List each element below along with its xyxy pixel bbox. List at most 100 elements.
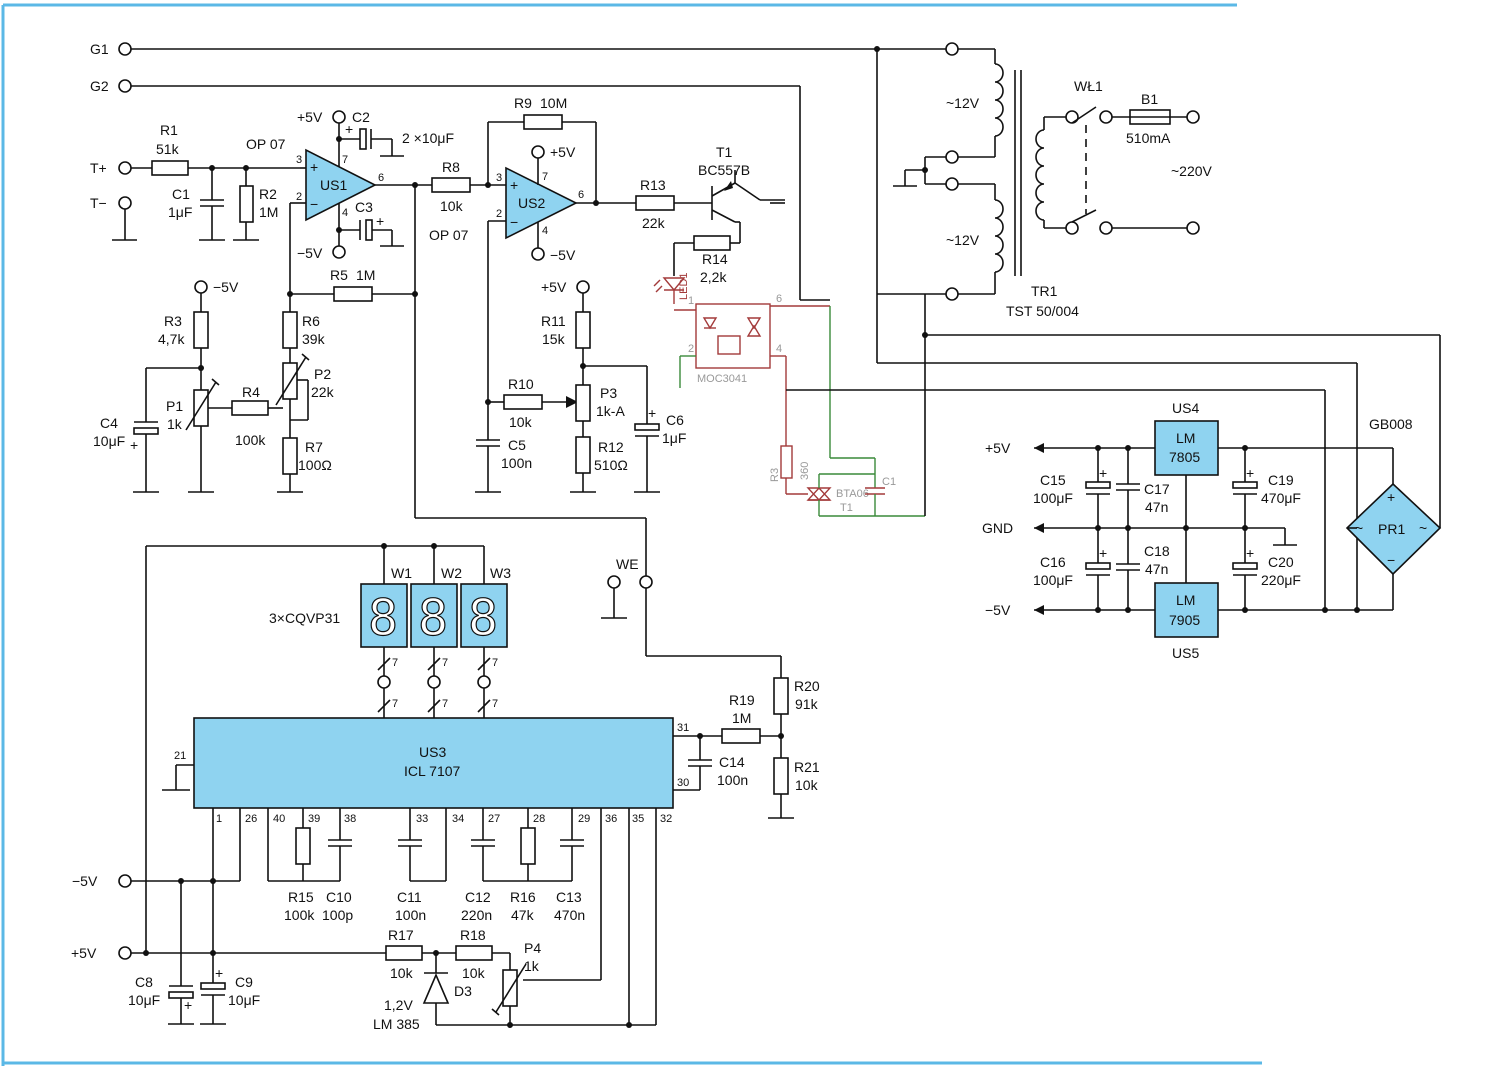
c17-ref: C17 [1144,481,1170,497]
r17-val: 10k [390,965,414,981]
moc3041-optocoupler [674,303,830,446]
capacitor-c20 [1232,528,1258,613]
w1-digit: 8 [368,589,398,647]
c15-ref: C15 [1040,472,1066,488]
t-plus-terminal[interactable] [118,161,132,175]
reg-gnd-label: GND [982,520,1013,536]
c3-ref: C3 [355,199,373,215]
r5-val: 1M [356,267,375,283]
w1-label: W1 [391,565,412,581]
r9-ref: R9 [514,95,532,111]
r14-val: 2,2k [700,269,727,285]
c2-ref: C2 [352,109,370,125]
r10-ref: R10 [508,376,534,392]
us3-pin35: 35 [632,813,644,825]
r6-val: 39k [302,331,326,347]
pr1-ac1: ~ [1355,520,1363,536]
tr1-sec1: ~12V [946,95,980,111]
us4-ref: US4 [1172,400,1199,416]
us1-pin7: 7 [342,154,348,166]
us3-pin27: 27 [488,813,500,825]
resistor-r6 [282,311,298,349]
c2-val: 2 ×10μF [402,130,454,146]
b1-ref: B1 [1141,91,1158,107]
us2-pin3: 3 [496,172,502,184]
capacitor-c14 [688,736,712,790]
c16-val: 100μF [1033,572,1073,588]
us3-pin26: 26 [245,813,257,825]
capacitor-c16 [1085,528,1111,613]
resistor-r7 [277,437,303,493]
c6-plus: + [648,405,656,421]
r3-overlay-val: 360 [799,462,811,480]
p3-val: 1k-A [596,403,625,419]
resistor-r17 [385,945,423,961]
moc3041-label: MOC3041 [697,373,747,385]
c11-val: 100n [395,907,426,923]
c18-ref: C18 [1144,543,1170,559]
r2-val: 1M [259,204,278,220]
c1-overlay-ref: C1 [882,476,896,488]
us1-type: OP 07 [246,136,286,152]
reg-m5v-label: −5V [985,602,1011,618]
us3-pin21: 21 [174,750,186,762]
r3-val: 4,7k [158,331,185,347]
pr1-minus: − [1387,552,1395,568]
c9-plus: + [215,965,223,981]
us2-pin2: 2 [496,208,502,220]
c2-plus: + [345,121,353,137]
r3-overlay-ref: R3 [769,468,781,482]
c4-plus: + [130,437,138,453]
c17-val: 47n [1145,499,1168,515]
transistor-t1 [711,170,785,243]
potentiometer-p3[interactable] [575,384,591,422]
us3-pin28: 28 [533,813,545,825]
bus-w3-bot: 7 [492,698,498,710]
p1-val: 1k [167,416,183,432]
c4-ref: C4 [100,415,118,431]
capacitor-c1 [199,168,225,241]
bus-w1-bot: 7 [392,698,398,710]
capacitor-c8 [168,881,194,1025]
c4-val: 10μF [93,433,125,449]
pr1-plus: + [1387,489,1395,505]
resistor-r5 [333,286,373,302]
moc-pin4: 4 [776,343,782,355]
potentiometer-p2[interactable] [275,353,310,406]
reg-p5v-label: +5V [985,440,1011,456]
t-plus-label: T+ [90,160,107,176]
g2-label: G2 [90,78,109,94]
t-minus-terminal[interactable] [112,196,137,241]
us5-num: 7905 [1169,612,1200,628]
resistor-r21 [768,757,794,819]
r1-ref: R1 [160,122,178,138]
opamp-us1 [305,148,377,222]
c9-val: 10μF [228,992,260,1008]
us2-type: OP 07 [429,227,469,243]
fuse-b1 [1129,109,1171,125]
r16-ref: R16 [510,889,536,905]
r5-ref: R5 [330,267,348,283]
r4-ref: R4 [242,384,260,400]
potentiometer-p4[interactable] [491,963,527,1016]
us3-pin29: 29 [578,813,590,825]
tr1-sec2: ~12V [946,232,980,248]
capacitor-c2 [339,128,404,157]
us3-pin38: 38 [344,813,356,825]
c14-ref: C14 [719,754,745,770]
capacitor-c15 [1085,445,1111,531]
c19-val: 470μF [1261,490,1301,506]
c20-ref: C20 [1268,554,1294,570]
resistor-r3 [193,311,209,349]
c8-ref: C8 [135,974,153,990]
us3-pin1: 1 [216,813,222,825]
us3-pin39: 39 [308,813,320,825]
w3-label: W3 [490,565,511,581]
potentiometer-p1[interactable] [185,378,220,431]
mains-switch-wl1[interactable] [1065,106,1113,235]
bus-w2-bot: 7 [442,698,448,710]
c8-plus: + [184,997,192,1013]
r12-val: 510Ω [594,457,628,473]
us3-type: ICL 7107 [404,763,461,779]
moc-pin6: 6 [776,293,782,305]
